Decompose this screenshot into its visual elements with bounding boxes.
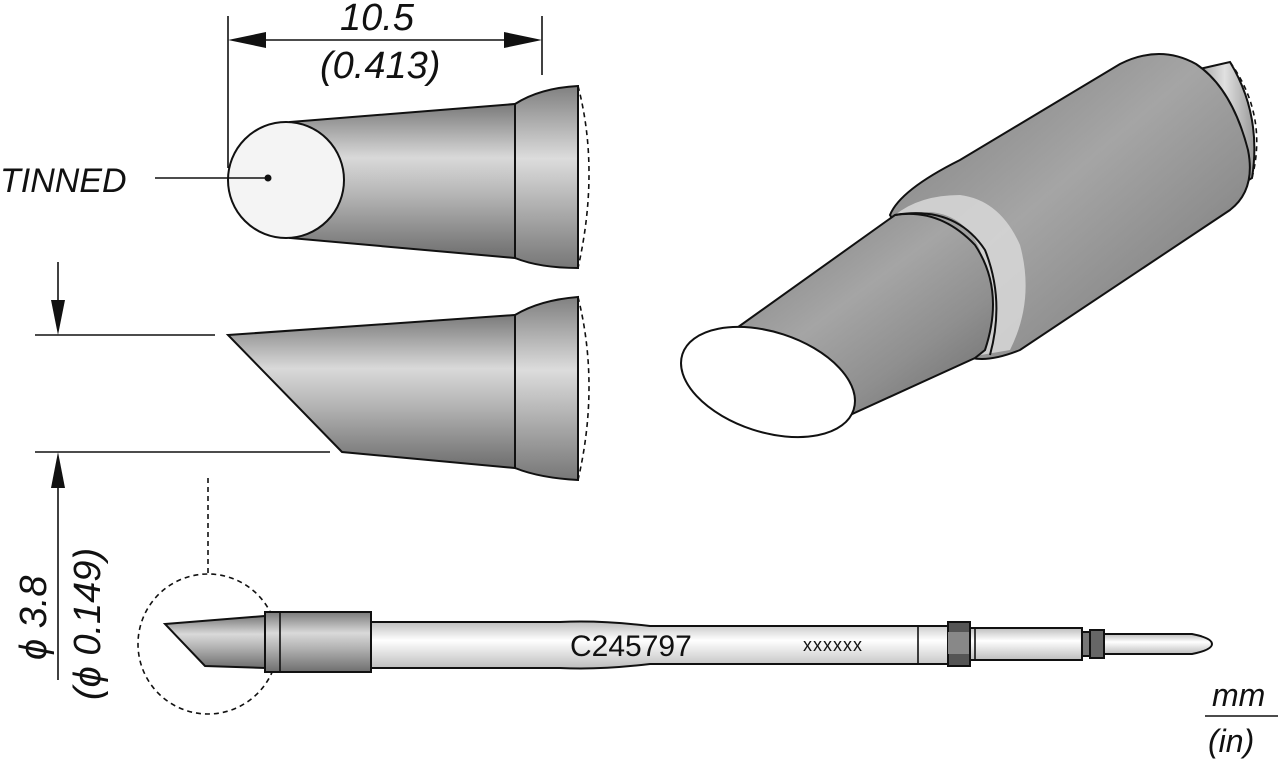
side-view-collar-edge (577, 296, 590, 481)
diameter-mm: ϕ 3.8 (13, 575, 55, 660)
unit-in: (in) (1208, 723, 1254, 759)
cartridge-rear-band (1081, 631, 1091, 657)
length-mm: 10.5 (340, 0, 415, 39)
tinned-label: TINNED (0, 162, 127, 200)
length-in: (0.413) (320, 45, 440, 87)
tinned-face (227, 121, 345, 239)
part-number: C245797 (570, 630, 692, 663)
cartridge-collar (264, 611, 372, 673)
cartridge: C245797 xxxxxx (137, 478, 1214, 715)
tinned-callout: TINNED (0, 162, 268, 200)
length-dimension: 10.5 (0.413) (227, 0, 543, 168)
units-legend: mm (in) (1205, 677, 1278, 759)
side-view-collar (514, 295, 579, 482)
side-view (225, 295, 590, 482)
lot-code: xxxxxx (803, 635, 863, 655)
cartridge-rear-rod (969, 627, 1083, 661)
iso-tinned-face (680, 325, 856, 439)
top-view-collar-edge (577, 85, 590, 269)
side-view-taper (225, 313, 516, 470)
cartridge-tip (162, 614, 266, 670)
top-view-collar (514, 84, 579, 270)
top-view (227, 84, 590, 270)
diameter-dimension: ϕ 3.8 (ϕ 0.149) (13, 262, 330, 700)
cartridge-pin (1103, 633, 1214, 655)
unit-mm: mm (1212, 677, 1265, 713)
cartridge-rear-ring (1089, 629, 1105, 659)
diameter-in: (ϕ 0.149) (67, 548, 109, 700)
isometric-view (680, 53, 1258, 439)
